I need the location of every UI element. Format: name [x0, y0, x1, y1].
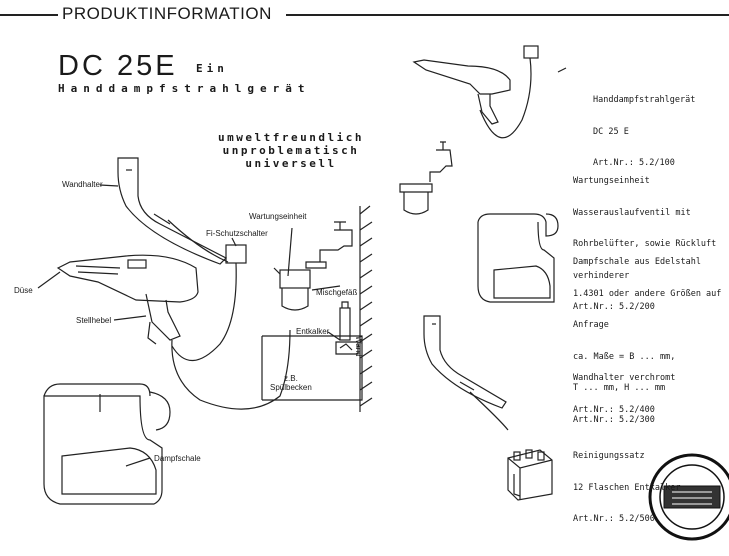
tagline: umweltfreundlich unproblematisch univers… — [196, 131, 386, 170]
product-line: Anfrage — [573, 320, 609, 330]
leader-duese — [37, 271, 61, 289]
product-line: Reinigungssatz — [573, 451, 645, 461]
tagline-line: universell — [245, 157, 337, 170]
product-subtitle: Handdampfstrahlgerät — [58, 82, 311, 95]
tagline-line: unproblematisch — [222, 144, 360, 157]
product-5: Reinigungssatz 12 Flaschen Entkalker Art… — [573, 430, 680, 535]
label-spuelbecken: z.B. Spülbecken — [270, 374, 312, 392]
product-1: Handdampfstrahlgerät DC 25 E Art.Nr.: 5.… — [593, 74, 695, 179]
product-4: Wandhalter verchromt Art.Nr.: 5.2/400 — [573, 352, 675, 426]
product-line: 12 Flaschen Entkalker — [573, 482, 681, 493]
product-line: T ... mm, H ... mm — [573, 383, 666, 393]
tagline-line: umweltfreundlich — [218, 131, 364, 144]
leader-wartungseinheit — [287, 227, 293, 277]
leader-stellhebel — [113, 315, 147, 321]
label-fi-schutzschalter: Fi-Schutzschalter — [206, 229, 268, 238]
product-line: Dampfschale aus Edelstahl — [573, 257, 701, 267]
label-stellhebel: Stellhebel — [76, 316, 112, 325]
steam-gun-drawing — [56, 254, 291, 410]
label-mischgefaess: Mischgefäß — [316, 288, 358, 297]
model-title: DC 25E — [58, 50, 178, 82]
product-maintenance-drawing — [399, 141, 453, 215]
product-line: ca. Maße = B ... mm, — [573, 351, 676, 362]
product-line: Handdampfstrahlgerät — [593, 95, 696, 105]
sink-drawing — [261, 301, 363, 401]
product-bowl-drawing — [477, 213, 559, 303]
product-3: Dampfschale aus Edelstahl 1.4301 oder an… — [573, 236, 721, 436]
leader-wandhalter — [99, 184, 119, 187]
wall-drawing — [359, 205, 373, 412]
leader-fi — [231, 237, 237, 247]
label-wand: Wand — [354, 336, 363, 357]
label-spuelbecken-line: Spülbecken — [270, 383, 312, 392]
product-line: Wasserauslaufventil mit — [573, 207, 691, 218]
product-line: Art.Nr.: 5.2/300 — [573, 414, 655, 425]
maintenance-unit-drawing — [273, 221, 353, 311]
product-line: Wandhalter verchromt — [573, 373, 676, 383]
product-line: Art.Nr.: 5.2/400 — [573, 404, 655, 415]
title-ein: Ein — [196, 62, 228, 75]
label-entkalker: Entkalker — [296, 327, 330, 336]
product-gun-drawing — [412, 45, 567, 139]
product-line: Wartungseinheit — [573, 176, 650, 186]
product-line: Art.Nr.: 5.2/100 — [593, 158, 675, 168]
leader-entkalker — [327, 331, 341, 341]
product-line: DC 25 E — [593, 126, 629, 137]
header-rule-right — [286, 14, 729, 16]
label-wartungseinheit: Wartungseinheit — [249, 212, 307, 221]
product-2: Wartungseinheit Wasserauslaufventil mit … — [573, 155, 716, 323]
tuev-stamp-drawing — [648, 453, 729, 541]
product-line: Art.Nr.: 5.2/200 — [573, 302, 655, 312]
label-dampfschale: Dampfschale — [154, 454, 201, 463]
leader-dampfschale — [125, 457, 151, 467]
label-duese: Düse — [14, 286, 33, 295]
product-line: 1.4301 oder andere Größen auf — [573, 288, 722, 299]
product-line: Art.Nr.: 5.2/500 — [573, 514, 655, 524]
page-header: PRODUKTINFORMATION — [62, 4, 272, 23]
product-cleaning-set-drawing — [507, 449, 553, 501]
product-line: verhinderer — [573, 270, 630, 281]
label-wandhalter: Wandhalter — [62, 180, 103, 189]
steam-bowl-drawing — [43, 383, 171, 505]
wall-holder-drawing — [117, 157, 229, 265]
label-spuelbecken-line: z.B. — [284, 374, 298, 383]
product-line: Rohrbelüfter, sowie Rückluft — [573, 239, 717, 249]
leader-mischgefaess — [311, 285, 341, 291]
product-wallholder-drawing — [423, 315, 509, 431]
header-rule-left — [0, 14, 58, 16]
